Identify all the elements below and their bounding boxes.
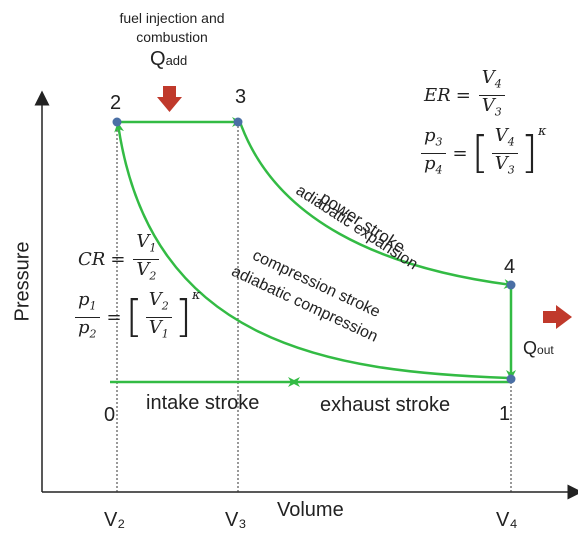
er-denominator: V3	[481, 94, 502, 119]
q-out-symbol: Q	[523, 338, 538, 358]
point-label-3: 3	[235, 86, 247, 108]
compression-ratio-equation: CR = V1 V2	[78, 232, 162, 286]
q-add-label: Qadd	[150, 48, 187, 71]
heat-add-line2: combustion	[136, 29, 208, 45]
point-label-0: 0	[104, 404, 116, 426]
v21-denominator: V1	[148, 316, 169, 341]
point-label-1: 1	[499, 403, 511, 425]
point-label-2: 2	[110, 92, 122, 114]
heat-in-arrow	[157, 86, 182, 112]
cr-fraction: V1 V2	[133, 232, 160, 286]
heat-add-line1: fuel injection and	[119, 10, 225, 26]
pressure-ratio-3-4-equation: p3 p4 = [ V4 V3 ] κ	[418, 124, 547, 180]
er-numerator: V4	[478, 68, 505, 96]
x-tick-v2: V₂	[104, 509, 126, 531]
v43-fraction: V4 V3	[491, 126, 518, 180]
state-point-1	[506, 374, 516, 384]
state-point-3	[233, 117, 243, 127]
x-axis-label: Volume	[277, 499, 344, 521]
p12-denominator: p2	[78, 316, 97, 341]
v21-fraction: V2 V1	[145, 290, 172, 344]
state-point-4	[506, 280, 516, 290]
p34-fraction: p3 p4	[421, 126, 446, 180]
pressure-ratio-1-2-equation: p1 p2 = [ V2 V1 ] κ	[72, 288, 201, 344]
p12-numerator: p1	[75, 290, 100, 318]
p34-denominator: p4	[424, 152, 443, 177]
heat-out-arrow	[543, 305, 572, 329]
heat-add-caption: fuel injection and combustion	[102, 9, 242, 47]
process-1-2-curve	[114, 122, 511, 380]
point-label-4: 4	[504, 256, 516, 278]
p12-fraction: p1 p2	[75, 290, 100, 344]
q-add-subscript: add	[165, 53, 188, 68]
er-lhs: ER	[424, 84, 451, 106]
cr-lhs: CR	[78, 248, 106, 270]
x-tick-v3: V₃	[225, 509, 247, 531]
q-add-symbol: Q	[150, 48, 166, 70]
cr-denominator: V2	[136, 258, 157, 283]
state-point-2	[112, 117, 122, 127]
expansion-ratio-equation: ER = V4 V3	[424, 68, 508, 122]
q-out-subscript: out	[537, 343, 554, 357]
cr-numerator: V1	[133, 232, 160, 260]
y-axis-label: Pressure	[11, 241, 34, 322]
intake-stroke-label: intake stroke	[146, 392, 260, 414]
p34-numerator: p3	[421, 126, 446, 154]
x-tick-v4: V₄	[496, 509, 518, 531]
er-fraction: V4 V3	[478, 68, 505, 122]
process-3-4-curve	[238, 121, 514, 289]
v21-numerator: V2	[145, 290, 172, 318]
v43-numerator: V4	[491, 126, 518, 154]
exponent-kappa-1: κ	[537, 124, 547, 139]
exponent-kappa-2: κ	[191, 288, 201, 303]
v43-denominator: V3	[494, 152, 515, 177]
q-out-label: Qout	[523, 338, 554, 359]
exhaust-stroke-label: exhaust stroke	[320, 394, 451, 416]
